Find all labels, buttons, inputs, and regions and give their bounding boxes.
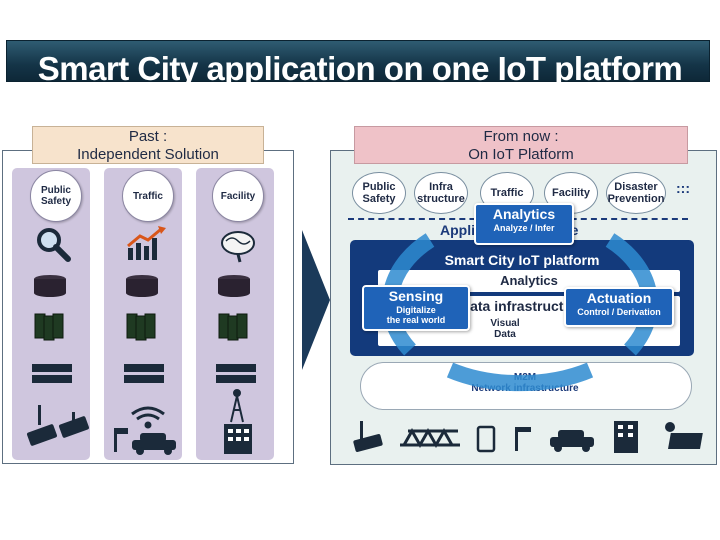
- now-header-line1: From now :: [355, 128, 687, 146]
- building-icon: [614, 421, 638, 453]
- actuation-box-sub: Control / Derivation: [566, 307, 672, 317]
- sensing-box-title: Sensing: [364, 287, 468, 305]
- service-label: Disaster: [608, 181, 665, 193]
- antenna-tower-icon: [231, 390, 243, 422]
- building-icon: [224, 424, 252, 454]
- service-label: Traffic: [490, 187, 523, 199]
- now-header-line2: On IoT Platform: [355, 146, 687, 164]
- analytics-box-title: Analytics: [476, 205, 572, 223]
- car-icon: [132, 433, 176, 455]
- traffic-signal-icon: [114, 428, 128, 452]
- traffic-signal-icon: [515, 427, 531, 451]
- magnifier-icon: [39, 230, 68, 259]
- past-icons: [0, 0, 300, 470]
- wifi-icon: [132, 408, 164, 427]
- actuation-cycle-box: Actuation Control / Derivation: [564, 287, 674, 327]
- chart-icon: [128, 226, 166, 260]
- network-switch-icon: [32, 364, 256, 383]
- sensing-box-sub: the real world: [364, 315, 468, 325]
- brain-icon: [222, 232, 254, 262]
- smartphone-icon: [478, 427, 494, 451]
- analytics-box-sub: Analyze / Infer: [476, 223, 572, 233]
- more-services-indicator: :::: [676, 180, 690, 196]
- camera-icon: [353, 421, 383, 452]
- camera-icon: [26, 405, 89, 446]
- analytics-cycle-box: Analytics Analyze / Infer: [474, 203, 574, 245]
- solar-panel-icon: [665, 422, 703, 449]
- actuation-box-title: Actuation: [566, 289, 672, 307]
- service-label: Public: [362, 181, 395, 193]
- now-device-icons: [330, 415, 715, 463]
- service-label: Facility: [552, 187, 590, 199]
- server-rack-icon: [35, 314, 247, 340]
- bridge-icon: [400, 431, 460, 445]
- now-header: From now : On IoT Platform: [354, 126, 688, 164]
- service-label: Infra: [417, 181, 465, 193]
- database-icon: [34, 275, 250, 297]
- sensing-cycle-box: Sensing Digitalize the real world: [362, 285, 470, 331]
- car-icon: [550, 430, 594, 452]
- transition-arrow-icon: [298, 230, 334, 370]
- sensing-box-sub: Digitalize: [364, 305, 468, 315]
